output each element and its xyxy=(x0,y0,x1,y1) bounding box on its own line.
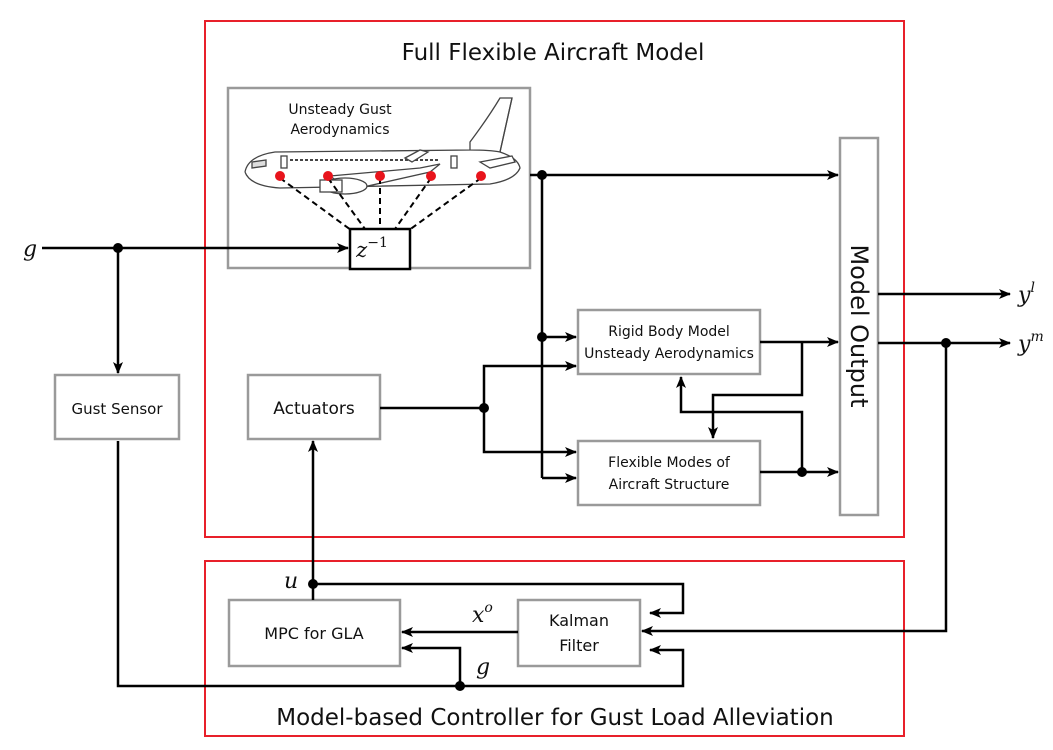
mpc-label: MPC for GLA xyxy=(264,624,363,643)
signal-u: u xyxy=(284,569,298,594)
mpc-block xyxy=(227,598,402,668)
gust-sensor-block xyxy=(53,373,181,441)
flex-label-1: Flexible Modes of xyxy=(608,455,731,471)
rigid-label-1: Rigid Body Model xyxy=(608,324,730,340)
flex-label-2: Aircraft Structure xyxy=(609,477,730,493)
kalman-filter-block xyxy=(516,598,642,668)
delay-exponent: −1 xyxy=(367,235,388,251)
actuators-block xyxy=(246,373,382,441)
delay-block xyxy=(348,227,412,271)
gust-aero-label-1: Unsteady Gust xyxy=(288,102,392,118)
signal-y-m: ym xyxy=(1017,329,1044,357)
flexible-modes-block xyxy=(576,439,762,507)
signal-x-o: xo xyxy=(472,600,493,628)
gust-sensing-points xyxy=(275,171,486,181)
aircraft-model-title: Full Flexible Aircraft Model xyxy=(402,40,705,66)
controller-title: Model-based Controller for Gust Load All… xyxy=(276,705,834,731)
aircraft-icon xyxy=(244,97,521,195)
controller-frame xyxy=(204,560,905,737)
gust-aero-label-2: Aerodynamics xyxy=(290,122,389,138)
signal-g-input: g xyxy=(23,237,37,262)
kalman-label-2: Filter xyxy=(559,636,599,655)
model-output-block xyxy=(838,136,880,517)
junction-dots xyxy=(113,170,951,691)
delay-label: z−1 xyxy=(355,235,388,262)
signal-g-controller: g xyxy=(476,655,490,680)
kalman-label-1: Kalman xyxy=(549,611,609,630)
signal-lines xyxy=(42,170,1011,688)
signal-y-l: yl xyxy=(1017,280,1035,308)
actuators-label: Actuators xyxy=(273,399,355,419)
sensor-dashed-lines xyxy=(279,177,482,234)
rigid-label-2: Unsteady Aerodynamics xyxy=(584,346,754,362)
model-output-label: Model Output xyxy=(845,244,873,407)
rigid-body-block xyxy=(576,308,762,376)
gust-sensor-label: Gust Sensor xyxy=(71,400,163,418)
aircraft-model-frame xyxy=(204,20,905,538)
